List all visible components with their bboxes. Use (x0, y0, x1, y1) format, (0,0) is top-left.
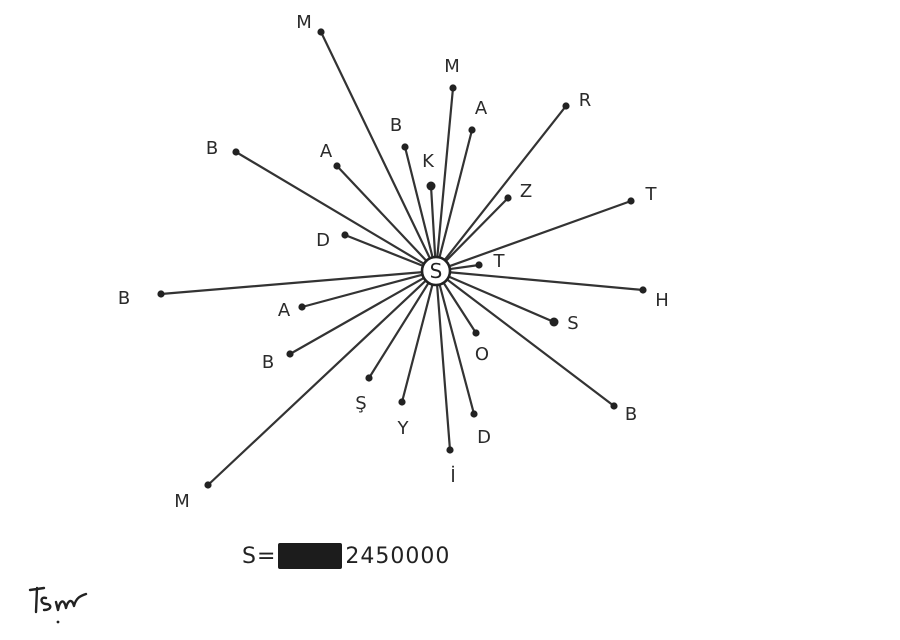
spoke-label: S (567, 313, 578, 334)
spoke-endpoint (204, 481, 212, 489)
spoke-label: T (645, 184, 658, 205)
spoke-endpoint (286, 350, 294, 358)
spoke-line (335, 164, 427, 262)
spoke-endpoint (475, 261, 483, 269)
spoke-label: Z (520, 181, 532, 202)
spoke-line (443, 282, 478, 335)
spoke-label: Ş (355, 393, 366, 414)
spoke-label: B (118, 288, 130, 309)
spoke-line (159, 271, 423, 296)
spoke-line (206, 280, 427, 487)
spoke-line (448, 275, 556, 324)
spoke-endpoint (468, 126, 476, 134)
spoke-endpoint (449, 84, 457, 92)
spoke-endpoint (504, 194, 512, 202)
formula-prefix: S= (242, 543, 277, 569)
redacted-block (278, 543, 343, 569)
spoke-label: M (444, 56, 460, 77)
spoke-endpoint (232, 148, 240, 156)
spokes-group (157, 28, 647, 489)
spoke-label: M (296, 12, 312, 33)
spoke-endpoint (627, 197, 635, 205)
spoke-line (436, 284, 452, 452)
spoke-line (429, 184, 437, 258)
spoke-label: B (262, 352, 274, 373)
spoke-label: İ (450, 466, 455, 487)
spoke-label: H (655, 290, 669, 311)
spoke-label: A (320, 141, 333, 162)
spoke-label: A (278, 300, 291, 321)
spoke-line (449, 199, 633, 268)
spoke-line (367, 282, 430, 380)
formula: S= 2450000 (242, 543, 450, 569)
spoke-line (400, 284, 434, 404)
spoke-line (288, 277, 425, 356)
spoke-label: B (625, 404, 637, 425)
signature-mark (28, 586, 88, 624)
spoke-line (449, 263, 481, 271)
spoke-label: D (316, 230, 330, 251)
spoke-endpoint (157, 290, 165, 298)
spoke-line (300, 273, 423, 309)
spoke-label: T (493, 251, 506, 272)
spoke-line (445, 196, 510, 262)
spoke-line (436, 86, 455, 258)
spoke-label: D (477, 427, 491, 448)
center-label: S (430, 259, 443, 283)
spoke-label: O (475, 344, 489, 365)
spoke-endpoint (333, 162, 341, 170)
spoke-endpoint (562, 102, 570, 110)
spoke-endpoint (610, 402, 618, 410)
spoke-label: M (174, 491, 190, 512)
center-node (420, 255, 452, 287)
spoke-endpoint (426, 181, 436, 191)
spoke-endpoint (298, 303, 306, 311)
spoke-label: K (422, 151, 435, 172)
spoke-label: Y (397, 418, 410, 439)
spoke-line (403, 145, 434, 258)
spoke-line (446, 278, 616, 408)
spoke-endpoint (365, 374, 373, 382)
spoke-line (438, 284, 476, 416)
spoke-endpoint (446, 446, 454, 454)
spoke-label: A (475, 98, 488, 119)
spoke-line (444, 104, 568, 261)
spoke-label: B (206, 138, 218, 159)
formula-value: 2450000 (345, 543, 451, 569)
spoke-endpoint (317, 28, 325, 36)
spoke-endpoint (341, 231, 349, 239)
spoke-endpoint (470, 410, 478, 418)
spoke-endpoint (398, 398, 406, 406)
spoke-endpoint (639, 286, 647, 294)
spoke-line (449, 271, 645, 292)
spoke-label: B (390, 115, 402, 136)
spoke-endpoint (472, 329, 480, 337)
spoke-line (438, 128, 474, 258)
spoke-line (319, 30, 431, 259)
spoke-label: R (579, 90, 592, 111)
spoke-line (234, 150, 425, 265)
spoke-endpoint (549, 317, 559, 327)
spoke-endpoint (401, 143, 409, 151)
spoke-line (343, 233, 424, 267)
